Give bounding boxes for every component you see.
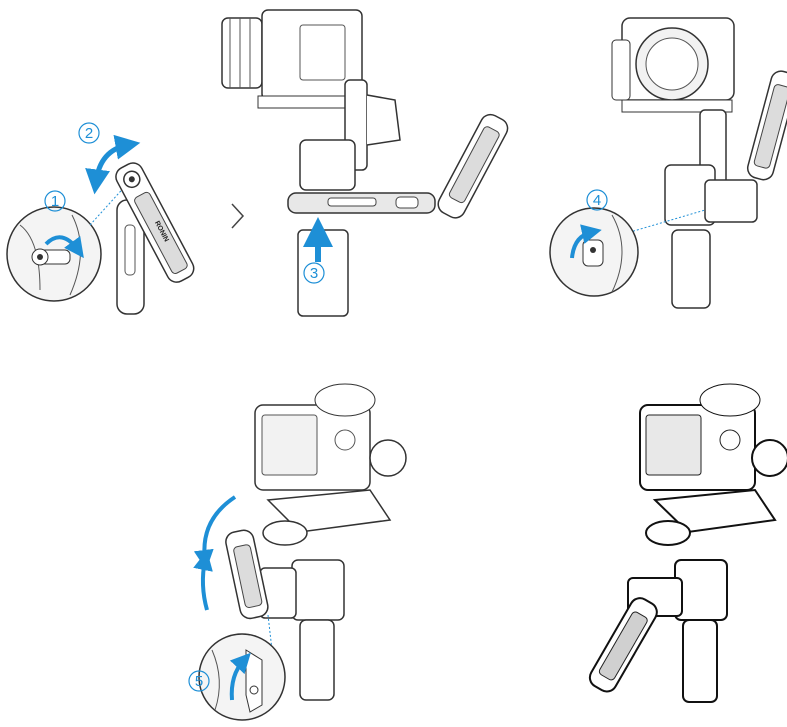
lever-zoom-circle bbox=[7, 207, 101, 301]
panel-step-1-2: 1 2 RONIN bbox=[7, 123, 197, 314]
step-4-label: 4 bbox=[587, 190, 607, 210]
panel-step-4: 4 bbox=[550, 18, 787, 308]
lever-zoom-circle bbox=[199, 634, 285, 720]
panel-step-3: 3 bbox=[222, 10, 511, 316]
lever-zoom-circle bbox=[550, 208, 638, 296]
svg-text:3: 3 bbox=[310, 265, 318, 282]
svg-text:5: 5 bbox=[195, 673, 203, 690]
step-1-label: 1 bbox=[45, 191, 65, 211]
panel-final-assembled bbox=[586, 384, 787, 702]
rotate-arrow-icon bbox=[203, 560, 207, 610]
svg-text:1: 1 bbox=[51, 193, 59, 210]
svg-text:2: 2 bbox=[85, 125, 93, 142]
chevron-right-icon bbox=[232, 204, 243, 228]
step-2-label: 2 bbox=[79, 123, 99, 143]
panel-step-5: 5 bbox=[189, 384, 406, 720]
svg-text:4: 4 bbox=[593, 192, 601, 209]
